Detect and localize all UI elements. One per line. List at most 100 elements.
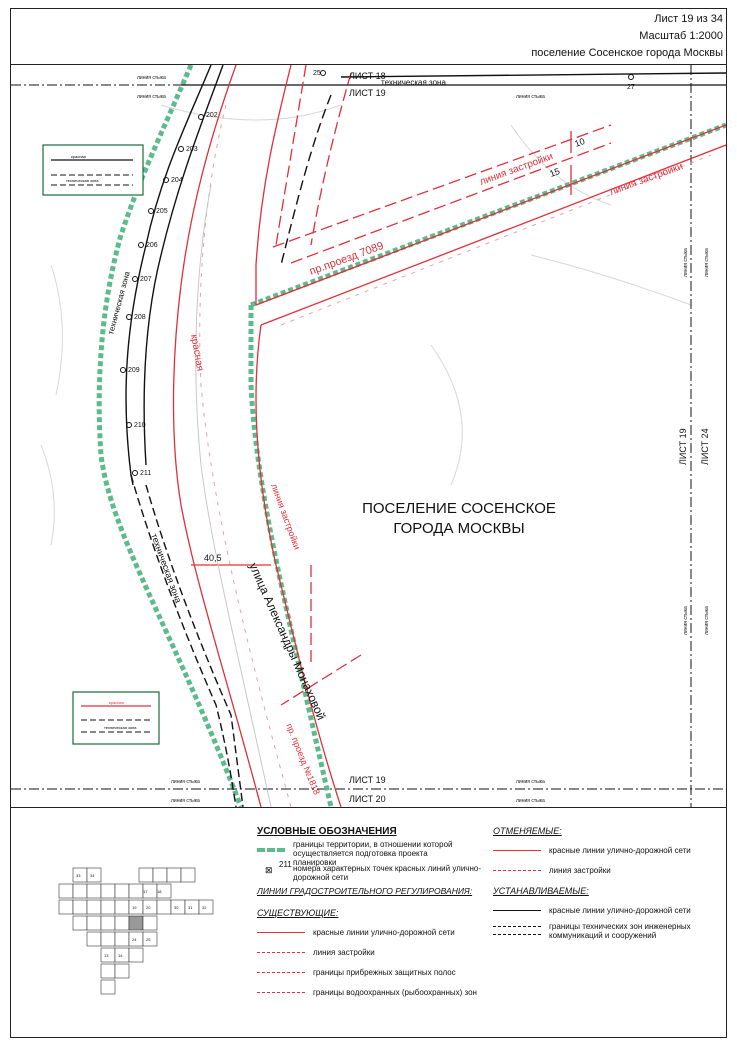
settlement-name-line1: ПОСЕЛЕНИЕ СОСЕНСКОЕ (362, 500, 556, 517)
dimension-10: 10 (573, 136, 586, 149)
existing-title: СУЩЕСТВУЮЩИЕ: (257, 908, 339, 918)
point-symbol-icon: ⊠ (265, 865, 273, 875)
index-cell-18: 18 (157, 889, 162, 894)
sheet-index-grid: 33 34 17 18 19 20 30 31 32 24 25 13 14 (58, 867, 214, 995)
joint-label-4: линия стыка (516, 779, 545, 785)
index-cell-31: 31 (188, 905, 193, 910)
point-label-204: 204 (171, 177, 183, 184)
established-title: УСТАНАВЛИВАЕМЫЕ: (493, 886, 589, 896)
joint-label-1: линия стыка (137, 75, 166, 81)
road-edges (195, 184, 272, 807)
road-centerlines (199, 104, 712, 807)
point-label-206: 206 (146, 242, 158, 249)
territory-swatch (257, 848, 285, 852)
index-cell-14: 14 (118, 953, 123, 958)
joint-label-6: линия стыка (516, 798, 545, 804)
sheet-19-side-label: ЛИСТ 19 (678, 428, 688, 465)
existing-red-swatch (257, 932, 305, 933)
existing-red-text: красные линии улично-дорожной сети (313, 928, 455, 937)
index-cell-32: 32 (202, 905, 207, 910)
joint-label-10: линия стыка (683, 606, 689, 635)
point-label-211: 211 (140, 470, 151, 477)
characteristic-points (120, 70, 634, 476)
map-area: 25 27 202 203 204 205 206 207 208 209 21… (11, 64, 726, 808)
inset-bottom-red-label: красная (109, 700, 124, 705)
sheet-24-side-label: ЛИСТ 24 (700, 428, 710, 465)
water-text: границы водоохранных (рыбоохранных) зон (313, 988, 477, 997)
territory-text: границы территории, в отношении которой … (293, 840, 453, 867)
index-cell-17: 17 (143, 889, 148, 894)
joint-label-3: линия стыка (516, 94, 545, 100)
index-cell-20: 20 (146, 905, 151, 910)
point-number-sample: 211 (279, 860, 292, 869)
black-lines (125, 65, 726, 807)
established-tech-text: границы технических зон инженерных комму… (549, 922, 691, 940)
point-label-207: 207 (140, 276, 152, 283)
tech-zone-label-2: техническая зона (106, 270, 132, 336)
dimension-15: 15 (548, 166, 561, 179)
point-label-210: 210 (134, 422, 146, 429)
established-red-text: красные линии улично-дорожной сети (549, 906, 691, 915)
coastal-text: границы прибрежных защитных полос (313, 968, 456, 977)
cancelled-title: ОТМЕНЯЕМЫЕ: (493, 826, 562, 836)
index-cell-25: 25 (146, 937, 151, 942)
settlement-name-line2: ГОРОДА МОСКВЫ (393, 520, 524, 537)
point-label-25: 25 (313, 70, 321, 77)
index-cell-19: 19 (132, 905, 137, 910)
cancelled-red-text: красные линии улично-дорожной сети (549, 846, 691, 855)
point-label-205: 205 (156, 208, 168, 215)
sheet-labels: ЛИСТ 18 ЛИСТ 19 ЛИСТ 19 ЛИСТ 20 линия ст… (137, 71, 710, 804)
dimension-40-5: 40,5 (204, 553, 222, 563)
inset-top-tech-label: техническая зона (66, 178, 99, 183)
point-label-208: 208 (134, 314, 146, 321)
coastal-swatch (257, 972, 305, 973)
joint-label-9: линия стыка (704, 248, 710, 277)
red-lines (172, 65, 726, 807)
inset-bottom-tech-label: техническая зона (104, 725, 137, 730)
joint-label-8: линия стыка (683, 248, 689, 277)
street-name-label: улица Александры Монаховой (246, 561, 328, 723)
point-label-209: 209 (128, 367, 140, 374)
joint-label-7: линия стыка (171, 798, 200, 804)
tech-zone-label-3: техническая зона (381, 78, 446, 87)
scale-label: Масштаб 1:2000 (639, 30, 723, 42)
legend: 33 34 17 18 19 20 30 31 32 24 25 13 14 У… (11, 808, 726, 1037)
area-label: поселение Сосенское города Москвы (531, 47, 723, 59)
red-line-label: красная (188, 334, 205, 372)
existing-build-swatch (257, 952, 305, 953)
index-cell-33: 33 (76, 873, 81, 878)
point-label-27: 27 (627, 84, 635, 91)
cancelled-red-swatch (493, 850, 541, 851)
joint-label-2: линия стыка (137, 94, 166, 100)
title-block: Лист 19 из 34 Масштаб 1:2000 поселение С… (531, 12, 723, 63)
index-cell-30: 30 (174, 905, 179, 910)
sheet-19-top-label: ЛИСТ 19 (349, 88, 386, 98)
point-label-203: 203 (186, 146, 198, 153)
territory-boundary (96, 65, 726, 807)
point-text: номера характерных точек красных линий у… (293, 864, 481, 882)
established-tech-swatch-1 (493, 926, 541, 927)
inset-top-red-label: красная (71, 154, 86, 159)
water-swatch (257, 992, 305, 993)
sheet-18-label: ЛИСТ 18 (349, 71, 386, 81)
point-label-202: 202 (206, 112, 218, 119)
legend-title: УСЛОВНЫЕ ОБОЗНАЧЕНИЯ (257, 826, 397, 837)
index-cell-34: 34 (90, 873, 95, 878)
building-line-label-3: линия застройки (269, 482, 302, 551)
sheet-frame (10, 8, 727, 1038)
cancelled-build-swatch (493, 870, 541, 871)
joint-label-5: линия стыка (171, 779, 200, 785)
point-labels: 25 27 202 203 204 205 206 207 208 209 21… (128, 70, 635, 477)
cancelled-build-text: линия застройки (549, 866, 611, 875)
tech-zone-label-1: техническая зона (149, 532, 183, 604)
index-cell-13: 13 (104, 953, 109, 958)
sheet-19-bottom-label: ЛИСТ 19 (349, 775, 386, 785)
map-canvas: 25 27 202 203 204 205 206 207 208 209 21… (11, 65, 726, 807)
existing-build-text: линия застройки (313, 948, 375, 957)
inset-top: красная техническая зона (42, 144, 144, 196)
sheet-number: Лист 19 из 34 (654, 13, 723, 25)
joint-label-11: линия стыка (704, 606, 710, 635)
inset-bottom: красная техническая зона (72, 691, 160, 745)
established-tech-swatch-2 (493, 934, 541, 935)
established-red-swatch (493, 910, 541, 911)
